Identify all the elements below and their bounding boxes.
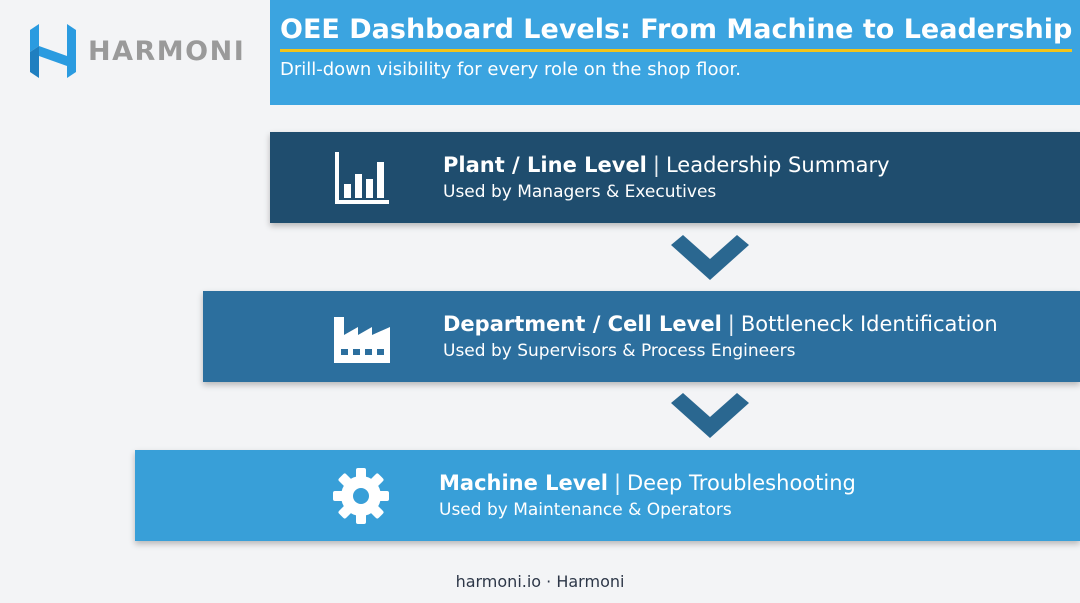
page-title: OEE Dashboard Levels: From Machine to Le…	[280, 14, 1073, 52]
page-subtitle: Drill-down visibility for every role on …	[280, 59, 741, 80]
level-text: Machine Level|Deep Troubleshooting Used …	[439, 471, 856, 520]
level-purpose: Bottleneck Identification	[740, 312, 998, 336]
chevron-down-icon	[671, 235, 749, 280]
level-name: Department / Cell Level	[443, 312, 722, 336]
bar-chart-icon	[335, 151, 389, 204]
factory-icon	[334, 316, 390, 363]
level-department-cell: Department / Cell Level|Bottleneck Ident…	[203, 291, 1080, 382]
level-users: Used by Maintenance & Operators	[439, 500, 732, 520]
level-purpose: Leadership Summary	[665, 153, 890, 177]
level-name: Plant / Line Level	[443, 153, 647, 177]
level-machine: Machine Level|Deep Troubleshooting Used …	[135, 450, 1080, 541]
level-separator: |	[613, 471, 622, 495]
brand-logo: HARMONI	[26, 22, 245, 80]
level-separator: |	[727, 312, 735, 336]
gear-icon	[333, 467, 389, 524]
level-purpose: Deep Troubleshooting	[627, 471, 856, 495]
logo-text: HARMONI	[88, 35, 246, 67]
level-text: Plant / Line Level|Leadership Summary Us…	[443, 153, 890, 202]
level-users: Used by Managers & Executives	[443, 182, 717, 202]
level-text: Department / Cell Level|Bottleneck Ident…	[443, 312, 998, 361]
level-separator: |	[652, 153, 660, 177]
footer-credit: harmoni.io · Harmoni	[455, 572, 625, 591]
level-plant-line: Plant / Line Level|Leadership Summary Us…	[270, 132, 1080, 223]
chevron-down-icon	[671, 393, 749, 438]
level-name: Machine Level	[439, 471, 608, 495]
level-users: Used by Supervisors & Process Engineers	[443, 341, 796, 361]
header-banner: OEE Dashboard Levels: From Machine to Le…	[270, 0, 1080, 105]
harmoni-logo-icon	[30, 24, 76, 78]
